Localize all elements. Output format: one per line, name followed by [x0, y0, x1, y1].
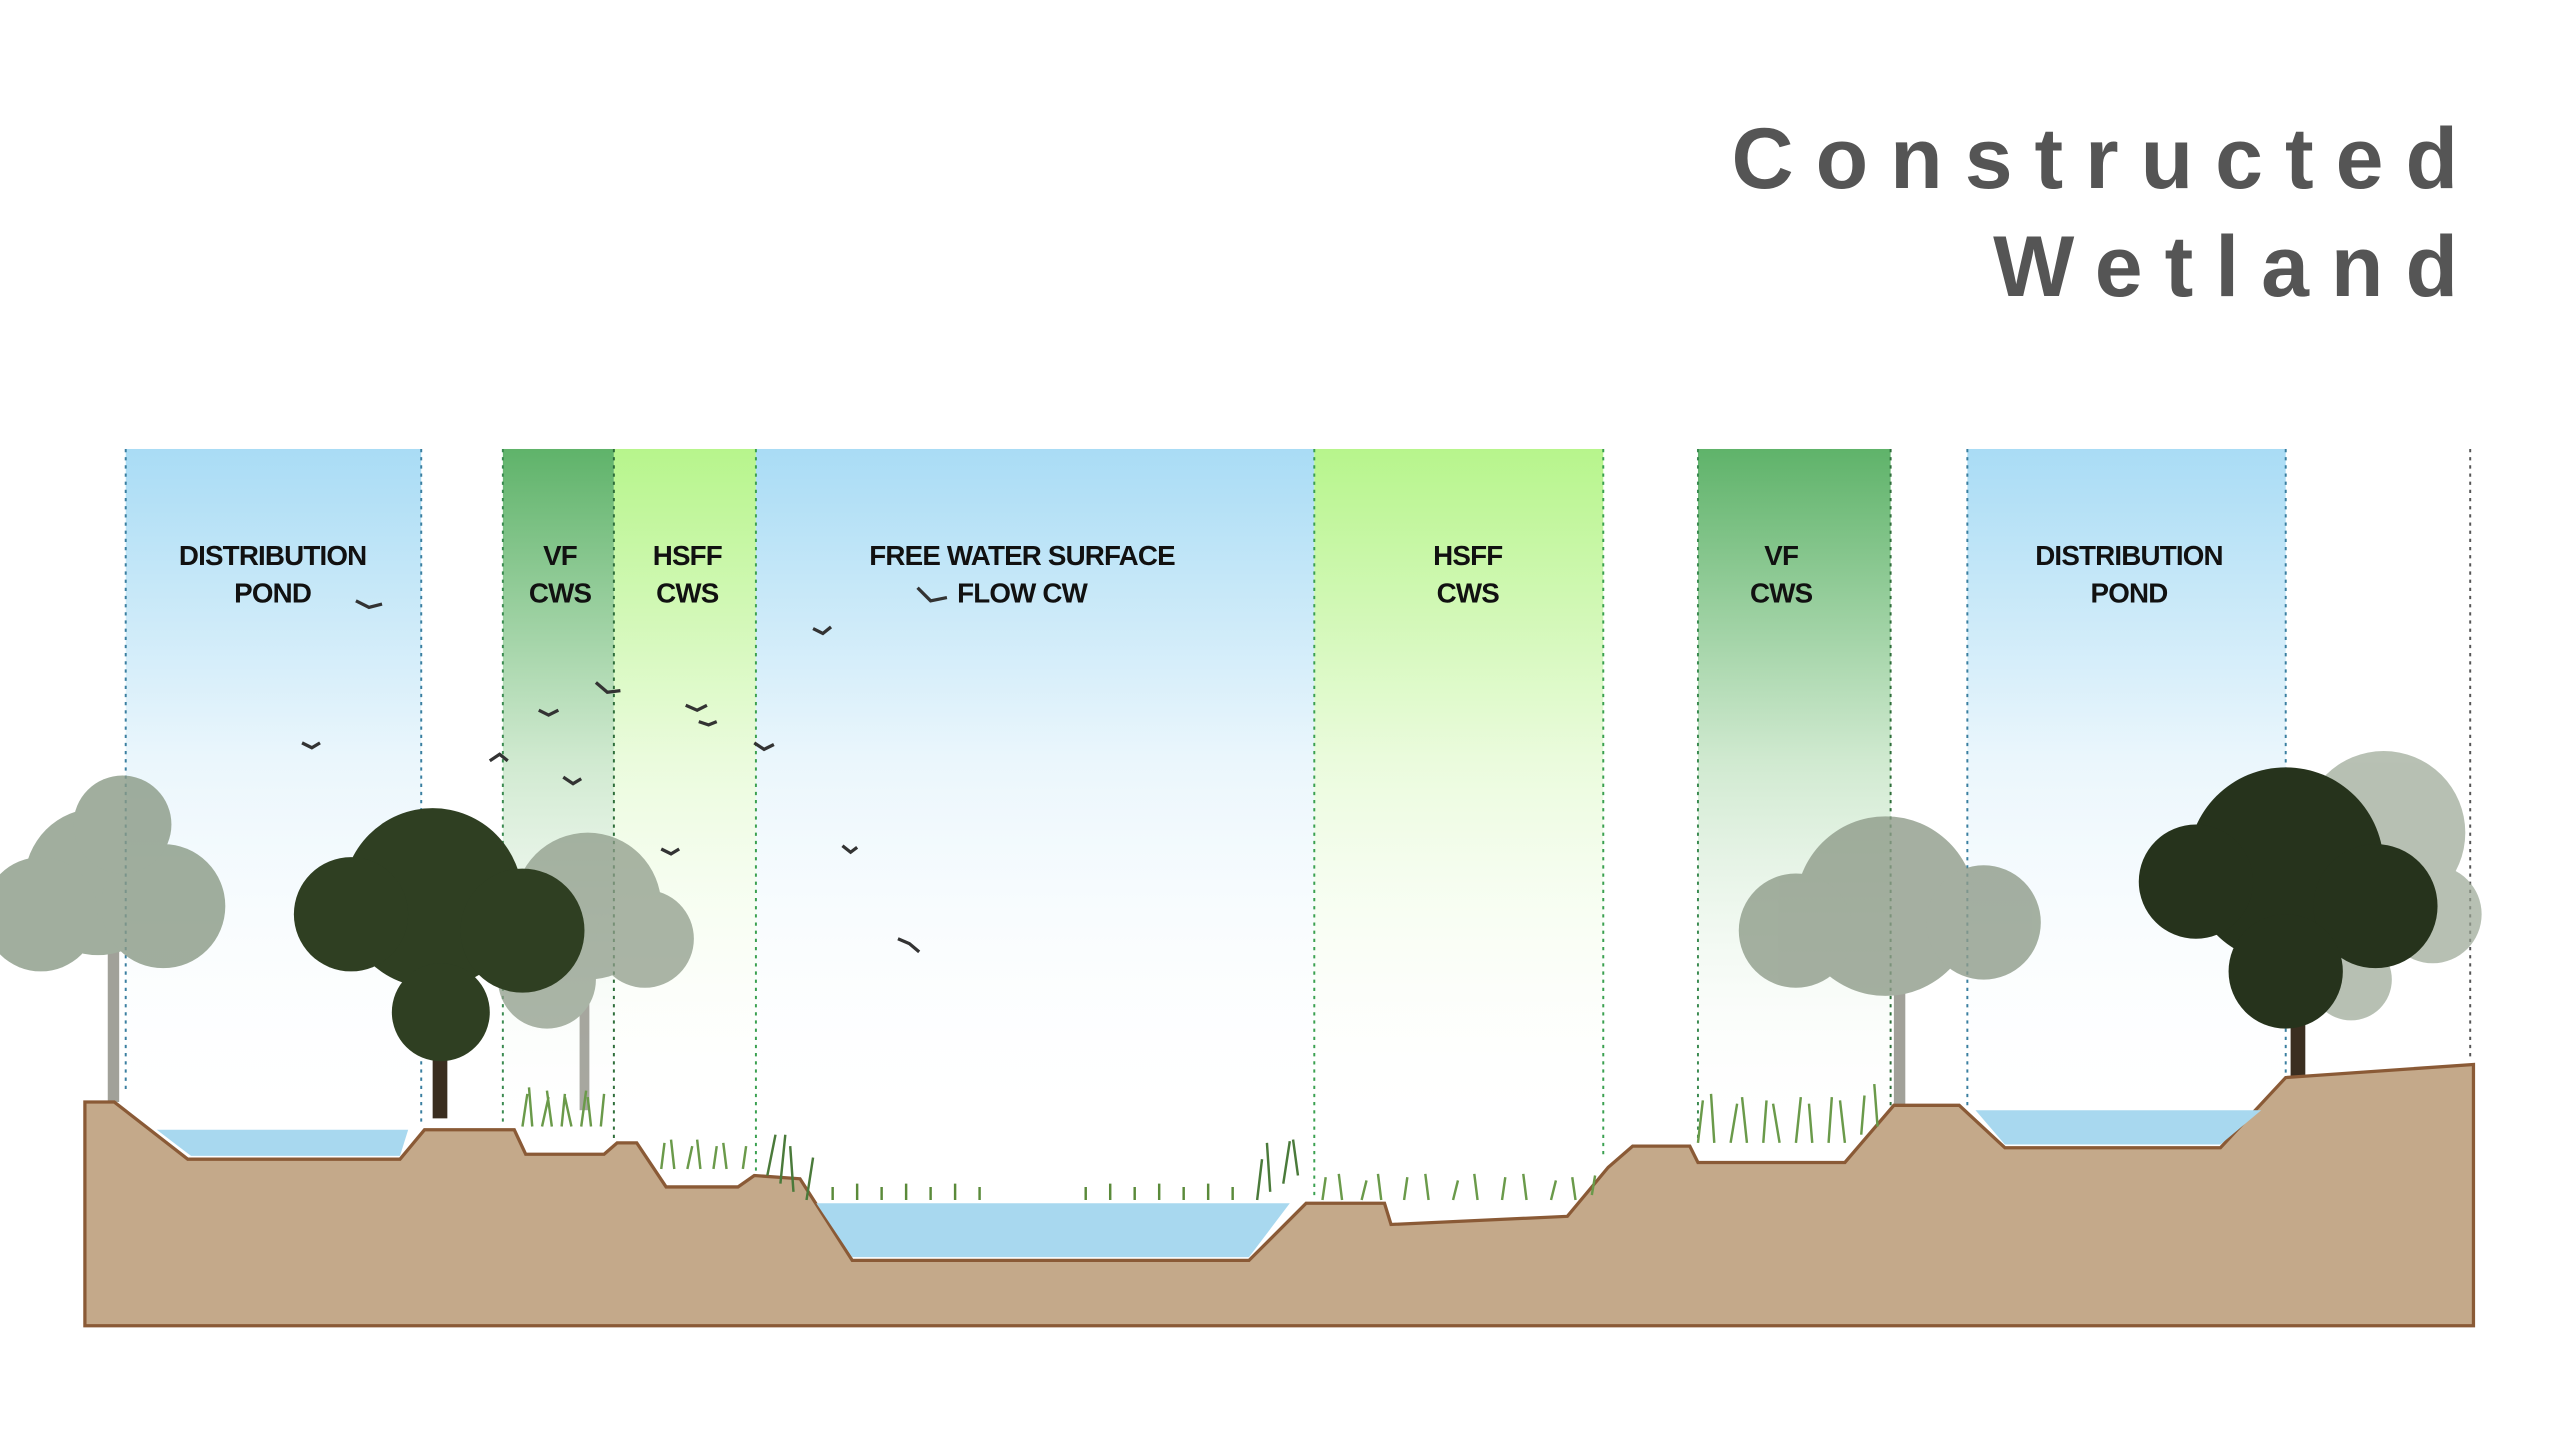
vegetation: [521, 1083, 1879, 1201]
tree-icon: [2138, 767, 2438, 1078]
bird-icon: [538, 708, 560, 717]
title-line-2: Wetland: [1993, 219, 2480, 315]
bird-icon: [301, 741, 321, 750]
tree-icon: [293, 808, 585, 1119]
tree-icon: [0, 775, 226, 1103]
zone-bg-vf-right: [1697, 448, 1891, 1135]
bird-icon: [841, 844, 859, 855]
trees: [0, 751, 2482, 1119]
bird-icon: [660, 847, 681, 856]
bird-icon: [897, 937, 921, 954]
grass-icon: [1696, 1083, 1879, 1144]
soil-profile: [83, 1062, 2476, 1328]
water-distribution-pond-right: [1975, 1110, 2262, 1145]
ground-section: [83, 1062, 2476, 1328]
reed-icon: [766, 1134, 1300, 1201]
bird-icon: [812, 625, 833, 636]
grass-icon: [660, 1139, 748, 1170]
tree-icon: [1738, 816, 2041, 1111]
zone-bg-free-water: [755, 448, 1315, 1135]
bird-icon: [685, 703, 708, 713]
bird-icon: [698, 720, 718, 727]
zone-backgrounds: [125, 448, 2286, 1135]
bird-icon: [594, 681, 621, 694]
bird-icon: [488, 752, 509, 763]
water-distribution-pond-left: [156, 1129, 409, 1156]
bird-icon: [916, 586, 948, 603]
zone-bg-distribution-pond-left: [125, 448, 422, 1135]
floating-plants-icon: [831, 1183, 1234, 1200]
zone-bg-hsff-right: [1314, 448, 1604, 1135]
diagram-title: Constructed Wetland: [1732, 105, 2480, 321]
birds: [301, 586, 948, 954]
zone-bg-hsff-left: [613, 448, 756, 1135]
grass-icon: [521, 1087, 606, 1127]
title-line-1: Constructed: [1731, 111, 2480, 207]
bird-icon: [562, 775, 583, 786]
bird-icon: [355, 599, 383, 610]
water-free-surface: [816, 1203, 1290, 1258]
bird-icon: [753, 741, 775, 752]
grass-icon: [1321, 1173, 1597, 1201]
